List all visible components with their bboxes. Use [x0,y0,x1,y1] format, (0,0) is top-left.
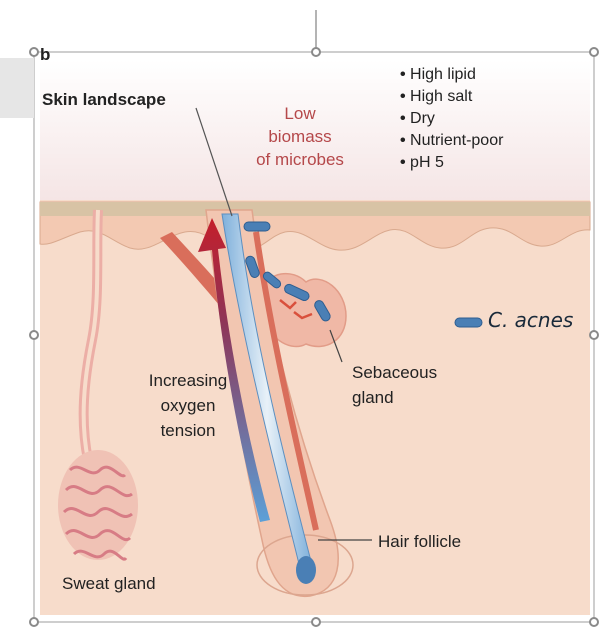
sweat-gland-label: Sweat gland [62,574,156,594]
oxygen-label: Increasing oxygen tension [118,368,258,443]
legend-bacteria-rod-icon [455,318,482,327]
resize-handle-icon[interactable] [29,47,39,57]
skin-surface [40,202,590,216]
condition-item: pH 5 [400,152,503,174]
biomass-line: of microbes [215,148,385,171]
biomass-line: biomass [215,125,385,148]
oxygen-line: oxygen [118,393,258,418]
oxygen-line: tension [118,418,258,443]
panel-letter: b [40,45,50,65]
surface-conditions-list: High lipid High salt Dry Nutrient-poor p… [400,64,503,174]
sweat-coil [58,450,138,560]
diagram-title: Skin landscape [42,90,166,110]
side-tab [0,58,34,118]
bacteria-rod-icon [244,222,270,231]
sebaceous-line: Sebaceous [352,360,437,385]
resize-handle-icon[interactable] [29,330,39,340]
resize-handle-icon[interactable] [311,617,321,627]
condition-item: High lipid [400,64,503,86]
sebaceous-line: gland [352,385,437,410]
legend-label: C. acnes [488,308,573,332]
resize-handle-icon[interactable] [589,47,599,57]
hair-root [296,556,316,584]
oxygen-line: Increasing [118,368,258,393]
resize-handle-icon[interactable] [589,617,599,627]
condition-item: Dry [400,108,503,130]
biomass-label: Low biomass of microbes [215,102,385,171]
resize-handle-icon[interactable] [311,47,321,57]
sebaceous-label: Sebaceous gland [352,360,437,410]
resize-handle-icon[interactable] [29,617,39,627]
condition-item: Nutrient-poor [400,130,503,152]
condition-item: High salt [400,86,503,108]
hair-follicle-label: Hair follicle [378,532,461,552]
biomass-line: Low [215,102,385,125]
resize-handle-icon[interactable] [589,330,599,340]
